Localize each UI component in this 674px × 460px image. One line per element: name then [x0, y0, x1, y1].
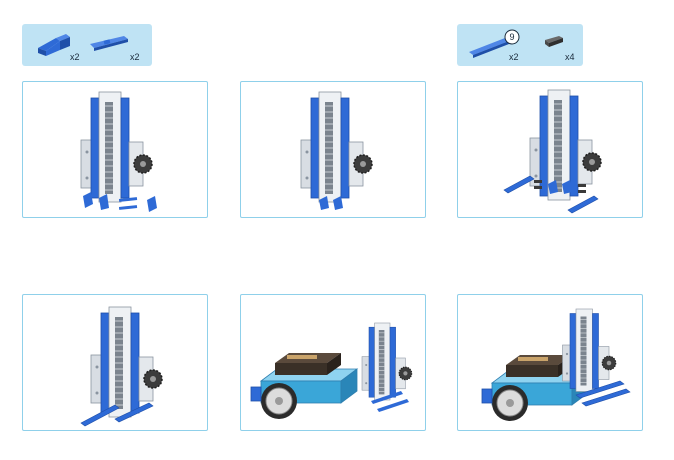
step-3-illustration	[503, 89, 602, 214]
parts-box-step-1: x2 x2	[22, 24, 152, 66]
parts-box-step-3: 9 x2 x4	[457, 24, 583, 66]
beam-size-label: 9	[509, 32, 514, 42]
part-quantity: x4	[565, 52, 575, 62]
step-panel-4	[22, 294, 208, 431]
step-1-illustration	[80, 91, 157, 212]
pin-connector-icon	[90, 36, 128, 51]
step-panel-3	[457, 81, 643, 218]
beam-size-badge: 9	[504, 29, 520, 45]
step-4-illustration	[80, 306, 163, 427]
axle-connector-icon	[545, 36, 563, 47]
step-panel-1	[22, 81, 208, 218]
part-quantity: x2	[70, 52, 80, 62]
l-bracket-icon	[38, 34, 70, 56]
part-quantity: x2	[509, 52, 519, 62]
step-6-illustration	[481, 308, 631, 422]
step-panel-5	[240, 294, 426, 431]
step-panel-6	[457, 294, 643, 431]
beam-9-icon	[469, 38, 509, 58]
step-panel-2	[240, 81, 426, 218]
step-5-illustration	[250, 322, 413, 420]
step-2-illustration	[300, 91, 373, 210]
part-quantity: x2	[130, 52, 140, 62]
